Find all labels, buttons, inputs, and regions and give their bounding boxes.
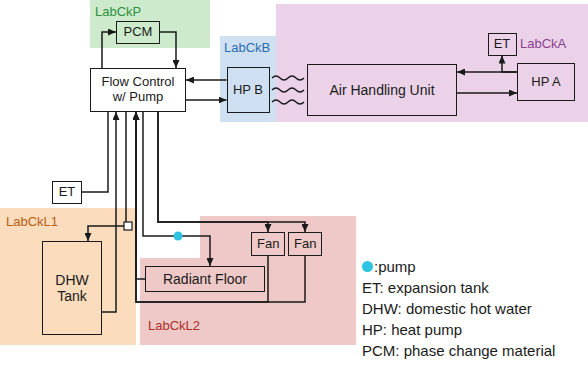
legend-entry: ET: expansion tank	[362, 277, 555, 298]
pipe-connector	[457, 71, 517, 73]
pipe-connector	[158, 112, 305, 232]
component-label: ET	[59, 185, 76, 200]
legend-text: ET: expansion tank	[362, 279, 489, 296]
air-wave	[272, 76, 304, 80]
component-box: HP B	[227, 67, 270, 113]
pipe-connector	[186, 79, 227, 81]
air-wave	[272, 100, 304, 104]
band-shape	[140, 216, 356, 345]
pipe-connector	[82, 112, 108, 192]
pipe-connector	[136, 112, 305, 302]
pipe-connector	[102, 112, 116, 312]
legend-text: HP: heat pump	[362, 321, 462, 338]
component-label: Fan	[257, 237, 279, 252]
pipe-connector	[186, 99, 227, 101]
pipe-connector	[136, 112, 145, 279]
legend-text: PCM: phase change material	[362, 342, 555, 359]
legend-entry: DHW: domestic hot water	[362, 298, 555, 319]
legend-text: :pump	[374, 258, 416, 275]
component-box: HP A	[517, 63, 575, 101]
edge-group	[82, 32, 517, 312]
legend-entry: :pump	[362, 256, 555, 277]
pipe-connector	[136, 112, 268, 302]
circuit-label: LabCkL1	[6, 215, 58, 230]
component-box: ET	[52, 181, 82, 204]
lab-circuit-band: LabCkL1DHW Tank	[0, 208, 136, 345]
component-label: Air Handling Unit	[329, 82, 434, 98]
lab-circuit-band: LabCkA Air Handling Unit ET HP A	[276, 4, 588, 122]
component-label: DHW Tank	[48, 272, 96, 304]
component-label: PCM	[124, 25, 153, 40]
air-wave	[272, 88, 304, 92]
legend-swatch	[362, 261, 373, 272]
component-box: Fan	[251, 232, 285, 256]
component-label: HP B	[233, 83, 263, 98]
component-box: Flow Control w/ Pump	[90, 68, 186, 112]
component-label: Radiant Floor	[163, 271, 247, 287]
component-box: ET	[488, 33, 517, 56]
component-box: Radiant Floor	[145, 266, 265, 292]
pipe-connector	[102, 32, 116, 68]
pipe-connector	[143, 112, 210, 266]
component-label: Fan	[294, 237, 316, 252]
pipe-connector	[502, 56, 517, 73]
pump-symbol	[174, 232, 183, 241]
circuit-label: LabCkA	[520, 37, 566, 52]
pipe-connector	[158, 112, 268, 232]
component-label: ET	[494, 37, 511, 52]
pipe-connector	[160, 32, 176, 68]
mixing-valve	[124, 222, 132, 230]
legend-entry: PCM: phase change material	[362, 340, 555, 361]
pipe-connector	[88, 112, 126, 241]
circuit-label: LabCkP	[95, 5, 141, 20]
legend-entry: HP: heat pump	[362, 319, 555, 340]
component-label: Flow Control w/ Pump	[96, 75, 180, 105]
component-box: Air Handling Unit	[307, 64, 457, 116]
component-label: HP A	[531, 75, 560, 90]
component-box: PCM	[116, 21, 160, 44]
lab-circuit-band: LabCkB HP B	[220, 36, 276, 122]
circuit-label: LabCkB	[224, 41, 270, 56]
component-box: Fan	[288, 232, 322, 256]
pipe-connector	[457, 92, 517, 94]
component-box: DHW Tank	[42, 241, 102, 335]
lab-circuit-band: LabCkP PCM	[90, 0, 210, 48]
lab-circuit-band: LabCkL2 Radiant Floor Fan Fan	[140, 216, 356, 345]
circuit-label: LabCkL2	[148, 319, 200, 334]
legend: :pumpET: expansion tankDHW: domestic hot…	[362, 256, 555, 361]
legend-text: DHW: domestic hot water	[362, 300, 532, 317]
